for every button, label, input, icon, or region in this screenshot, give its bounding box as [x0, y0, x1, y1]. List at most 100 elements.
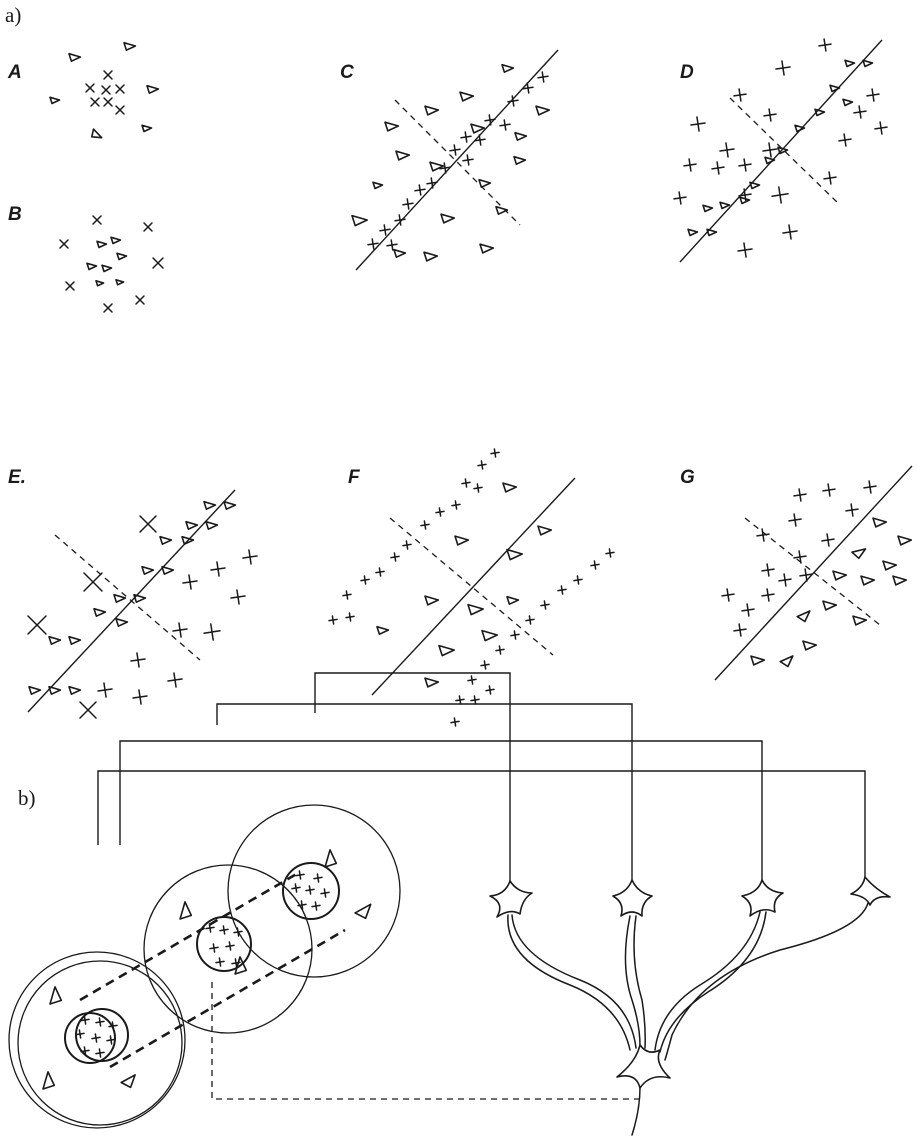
panel-e-scatter: [28, 490, 257, 718]
part-label-a: a): [5, 3, 21, 27]
triangle-marker: [893, 576, 906, 585]
triangle-marker: [750, 182, 760, 188]
cross-marker: [243, 550, 257, 564]
axon-2b: [634, 916, 645, 1048]
cross-marker: [461, 132, 471, 142]
triangle-marker: [425, 596, 438, 605]
triangle-marker: [765, 157, 775, 163]
triangle-marker: [180, 902, 191, 919]
cross-marker: [84, 573, 102, 591]
cross-marker: [376, 568, 384, 576]
triangle-marker: [780, 656, 793, 667]
triangle-marker: [424, 252, 437, 261]
cross-marker: [93, 216, 101, 224]
triangle-marker: [507, 597, 518, 605]
triangle-marker: [883, 561, 896, 570]
axon-3: [655, 912, 760, 1050]
triangle-marker: [147, 86, 158, 94]
triangle-marker: [845, 60, 855, 66]
cross-marker: [206, 924, 214, 932]
receptive-field-circuit: [9, 673, 890, 1135]
cross-marker: [734, 624, 746, 636]
triangle-marker: [69, 687, 80, 695]
triangle-marker: [50, 97, 60, 103]
triangle-marker: [49, 637, 60, 645]
neuron-cell-3: [742, 880, 783, 916]
panel-e-crosses: [28, 516, 257, 718]
panel-a-triangles: [50, 43, 158, 138]
triangle-marker: [480, 244, 493, 253]
neuron-output-cell: [617, 1045, 670, 1088]
cross-marker: [66, 282, 74, 290]
cross-marker: [168, 673, 182, 687]
cross-marker: [133, 690, 147, 704]
triangle-marker: [186, 522, 197, 530]
cross-marker: [292, 884, 300, 892]
cross-marker: [116, 85, 124, 93]
cross-marker: [220, 926, 228, 934]
panel-g-crosses: [722, 481, 876, 636]
cross-marker: [794, 489, 806, 501]
cross-marker: [742, 604, 754, 616]
triangle-marker: [479, 180, 490, 188]
axon-1: [508, 915, 630, 1050]
cross-marker: [800, 569, 812, 581]
triangle-marker: [496, 207, 507, 215]
panel-e-triangles: [29, 502, 235, 695]
triangle-marker: [833, 571, 846, 580]
cross-marker: [204, 624, 220, 640]
triangle-marker: [92, 129, 102, 138]
cross-marker: [104, 304, 112, 312]
triangle-marker: [50, 987, 61, 1004]
triangle-marker: [385, 122, 398, 131]
triangle-marker: [121, 1075, 135, 1088]
triangle-marker: [224, 502, 235, 510]
cross-marker: [538, 72, 548, 82]
cross-marker: [481, 661, 489, 669]
axon-4: [665, 903, 868, 1060]
neuron-cell-1: [490, 881, 532, 917]
triangle-marker: [96, 281, 104, 286]
cross-marker: [346, 613, 354, 621]
cross-marker: [712, 162, 724, 174]
cross-marker: [491, 449, 499, 457]
triangle-marker: [852, 549, 866, 558]
cross-marker: [98, 683, 112, 697]
triangle-marker: [373, 182, 383, 188]
cross-marker: [478, 461, 486, 469]
triangle-marker: [377, 627, 388, 635]
triangle-marker: [455, 536, 468, 545]
panel-label-d: D: [680, 62, 694, 83]
triangle-marker: [430, 162, 443, 171]
cross-marker: [523, 83, 533, 93]
triangle-marker: [815, 109, 825, 115]
triangle-marker: [853, 616, 866, 625]
cross-marker: [210, 944, 218, 952]
cross-marker: [486, 686, 494, 694]
cross-marker: [136, 296, 144, 304]
panel-g-scatter: [715, 466, 912, 680]
neuron-cell-2: [613, 880, 652, 916]
triangle-marker: [863, 60, 873, 66]
cross-marker: [764, 109, 776, 121]
cross-marker: [819, 39, 831, 51]
triangle-marker: [720, 202, 730, 208]
cross-marker: [104, 71, 112, 79]
triangle-marker: [355, 904, 371, 918]
cross-marker: [606, 549, 614, 557]
panel-label-g: G: [680, 467, 695, 488]
cross-marker: [779, 574, 791, 586]
triangle-marker: [352, 216, 367, 226]
cross-marker: [231, 590, 245, 604]
cross-marker: [508, 96, 518, 106]
cross-marker: [102, 86, 110, 94]
triangle-marker: [425, 106, 438, 115]
axon-output: [632, 1087, 640, 1135]
triangle-marker: [49, 687, 60, 695]
triangle-marker: [160, 537, 171, 545]
cross-marker: [234, 928, 242, 936]
triangle-marker: [43, 1072, 54, 1089]
triangle-marker: [460, 92, 473, 101]
cross-marker: [312, 902, 320, 910]
cross-marker: [684, 159, 696, 171]
